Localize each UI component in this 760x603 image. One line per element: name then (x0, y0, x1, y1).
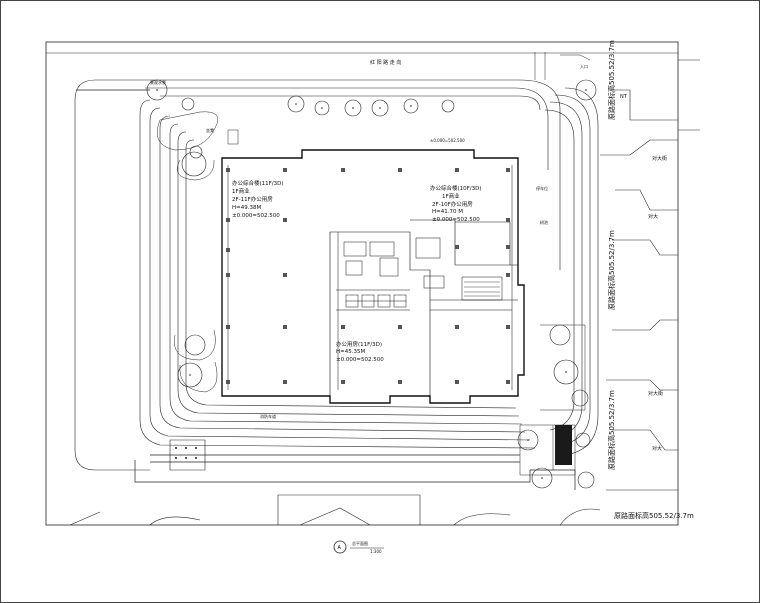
bldg-b-height: H=41.70 M (432, 209, 463, 215)
caption-scale: 1:300 (370, 549, 382, 554)
bldg-c-level: ±0.000=502.500 (336, 357, 384, 363)
bldg-a-line2: 2F-11F办公用房 (232, 195, 273, 203)
landscape-left (156, 111, 239, 393)
north-badge: NT (620, 94, 628, 100)
svg-text:对大街: 对大街 (648, 390, 663, 397)
building-c-annotation: 办公用房(11F/3D) H=45.35M ±0.000=502.500 (336, 340, 384, 363)
drawing-frame (45, 41, 679, 526)
svg-text:树池: 树池 (540, 219, 548, 225)
outer-boundary (76, 89, 576, 490)
bldg-a-level: ±0.000=502.500 (232, 213, 280, 219)
landscape-right (519, 324, 586, 476)
small-dots (175, 447, 197, 459)
building-b-annotation: 办公综合楼(10F/3D) 1F商业 2F-10F办公用房 H=41.70 M … (430, 184, 482, 223)
road-level-label-3: 原路面标高505.52/3.7m (607, 390, 616, 470)
neighbor-building-labels: 对大街 对大 对大街 对大 (648, 155, 667, 452)
building-footprint (221, 149, 525, 404)
right-margin-lines (534, 52, 700, 131)
tree-centers (156, 89, 587, 479)
svg-text:景观水景: 景观水景 (150, 79, 166, 85)
caption-circle-label: A (338, 545, 342, 551)
bldg-b-level: ±0.000=502.500 (432, 217, 480, 223)
road-level-label-4: 原路面标高505.52/3.7m (614, 511, 694, 520)
structural-columns (226, 168, 510, 384)
svg-text:对大街: 对大街 (652, 155, 667, 162)
svg-text:±0.000=502.500: ±0.000=502.500 (430, 138, 465, 143)
bldg-a-line1: 1F商业 (232, 187, 250, 195)
street-top-label: 红 阳 路 走 向 (370, 59, 401, 66)
bldg-c-height: H=45.35M (336, 349, 365, 355)
neighbor-buildings-right (600, 89, 678, 491)
bldg-b-line2: 2F-10F办公用房 (432, 200, 473, 208)
svg-text:消防车道: 消防车道 (260, 413, 276, 419)
road-level-label-2: 原路面标高505.52/3.7m (607, 230, 616, 310)
site-road-rings (74, 79, 599, 471)
building-core (343, 237, 445, 308)
small-annotations: 景观水景 坐凳 消防车道 树池 停车位 ±0.000=502.500 入口 (150, 64, 588, 419)
bldg-b-title: 办公综合楼(10F/3D) (430, 184, 482, 192)
svg-text:停车位: 停车位 (536, 185, 548, 191)
road-level-label-1: 原路面标高505.52/3.7m (607, 40, 616, 120)
bldg-c-title: 办公用房(11F/3D) (336, 340, 382, 348)
bldg-b-line1: 1F商业 (442, 192, 460, 200)
svg-text:坐凳: 坐凳 (206, 127, 214, 133)
svg-text:对大: 对大 (648, 213, 658, 220)
svg-text:对大: 对大 (652, 445, 662, 452)
caption-circle (333, 540, 347, 554)
caption-title: 总平面图 (352, 540, 368, 546)
bldg-a-title: 办公综合楼(11F/3D) (232, 179, 284, 187)
neighbor-buildings-bottom (69, 439, 601, 526)
bldg-a-height: H=49.38M (232, 205, 261, 211)
building-a-annotation: 办公综合楼(11F/3D) 1F商业 2F-11F办公用房 H=49.38M ±… (232, 179, 284, 219)
drawing-caption: A 总平面图 1:300 (333, 540, 384, 554)
svg-text:入口: 入口 (580, 64, 588, 69)
